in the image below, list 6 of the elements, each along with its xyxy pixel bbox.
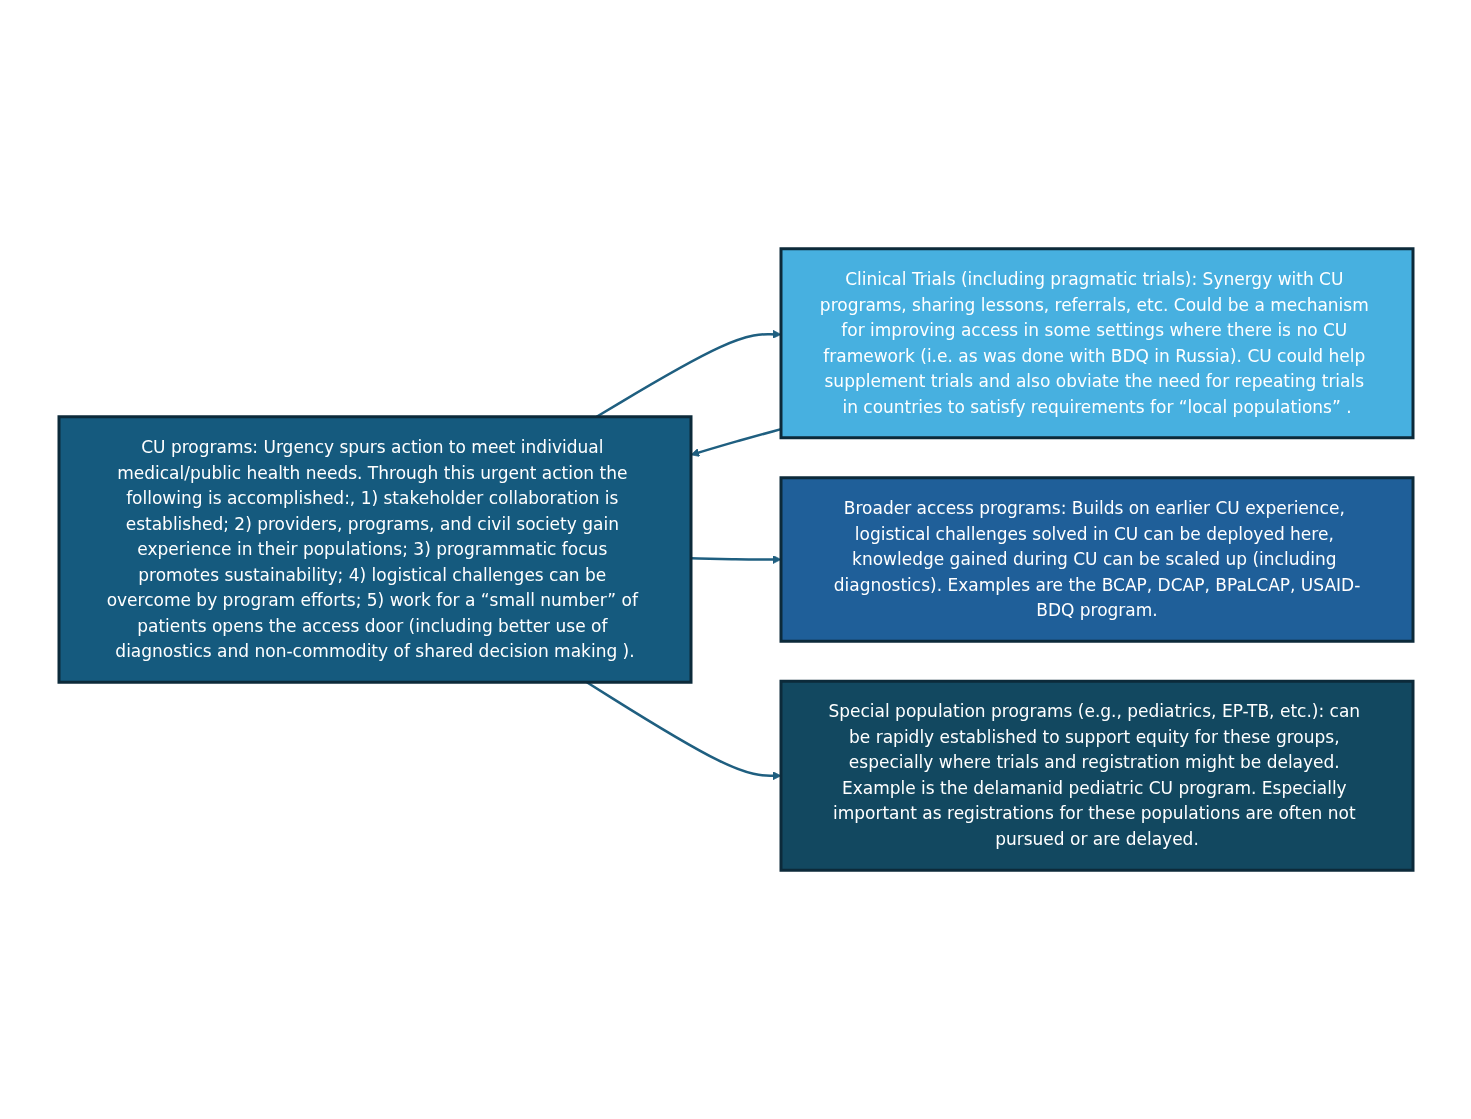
arrow xyxy=(690,427,781,457)
node-box: Clinical Trials (including pragmatic trials): Synergy with CU programs, sharing lessons, referrals, etc. Could be a mechanism for improving access in some settings where there is no CU framework (i.e. as was done with BDQ in Russia). CU could help supplement trials and also obviate the need for repeating trials in countries to satisfy requirements for “local populations” . xyxy=(779,247,1414,440)
node-box: Broader access programs: Builds on earlier CU experience, logistical challenges solved in CU can be deployed here, knowledge gained during CU can be scaled up (including diagnostics). Examples are the BCAP, DCAP, BPaLCAP, USAID-BDQ program. xyxy=(779,476,1414,643)
node-box: CU programs: Urgency spurs action to meet individual medical/public health needs. Through this urgent action the following is accomplished:, 1) stakeholder collaboration is established; 2) providers, programs, and civil society gain experience in their populations; 3) programmatic focus promotes sustainability; 4) logistical challenges can be overcome by program efforts; 5) work for a “small number” of patients opens the access door (including better use of diagnostics and non-commodity of shared decision making ). xyxy=(57,415,692,684)
node-box: Special population programs (e.g., pediatrics, EP-TB, etc.): can be rapidly established to support equity for these groups, especially where trials and registration might be delayed. Example is the delamanid pediatric CU program. Especially important as registrations for these populations are often not pursued or are delayed. xyxy=(779,679,1414,872)
arrow xyxy=(690,555,781,564)
